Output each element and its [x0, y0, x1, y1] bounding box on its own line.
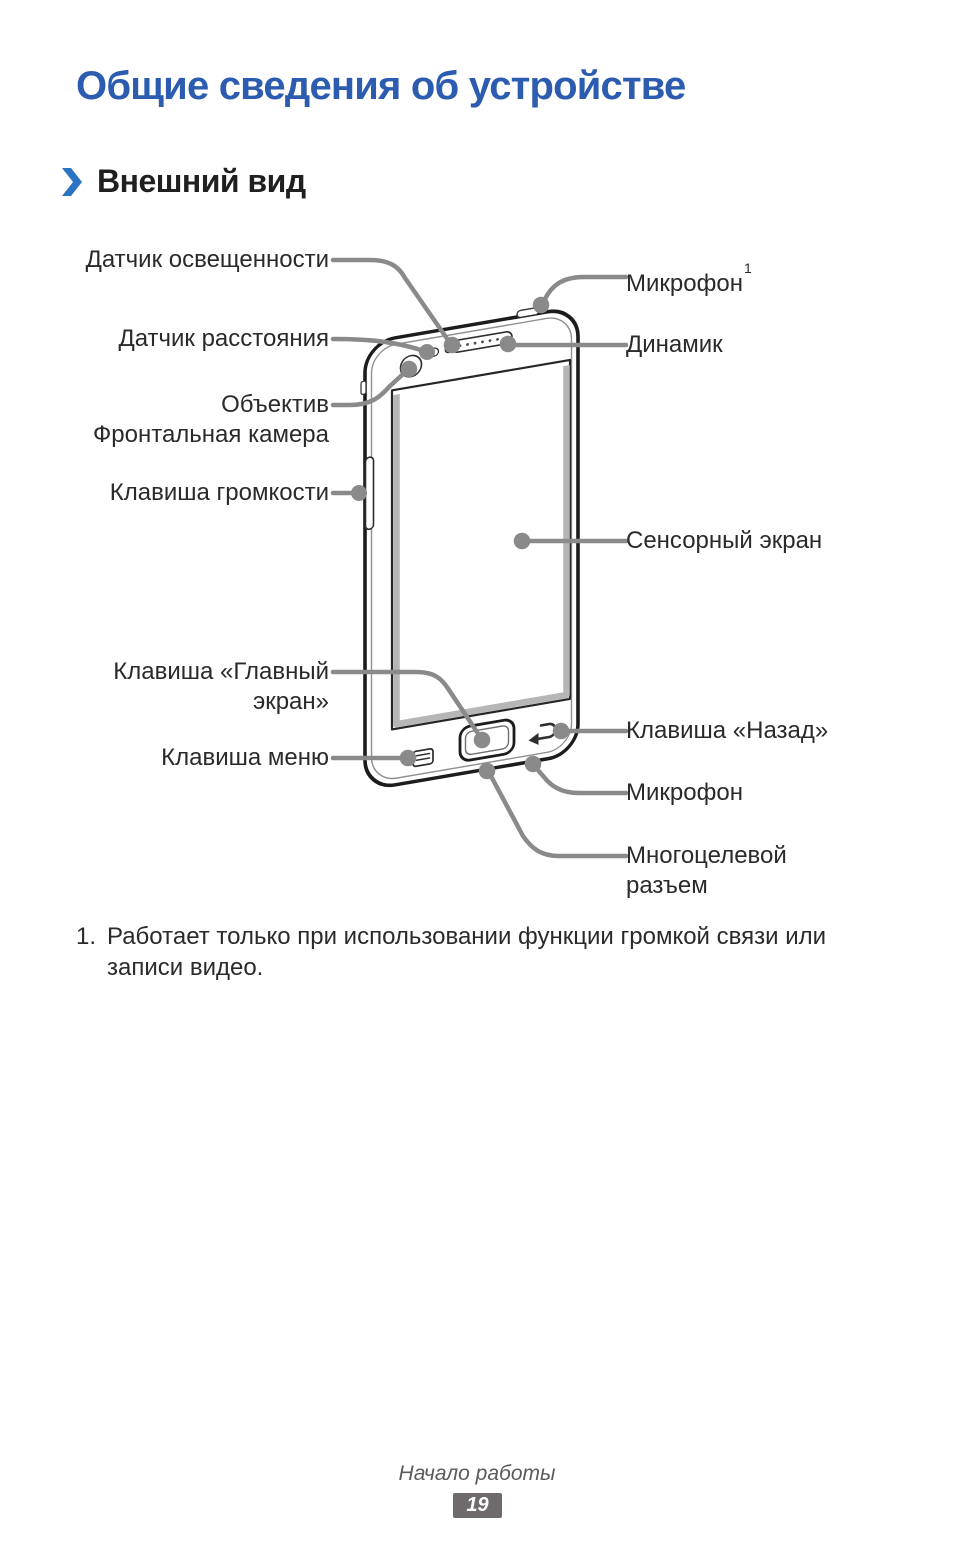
dot-back-key — [552, 722, 570, 740]
footer-section-name: Начало работы — [398, 1462, 556, 1485]
leader-lines — [330, 257, 629, 859]
leader-dots — [351, 296, 570, 780]
dot-speaker — [499, 335, 517, 353]
label-line: Объектив — [221, 391, 329, 418]
label-text: Микрофон — [626, 270, 743, 297]
label-light-sensor: Датчик освещенности — [85, 246, 329, 273]
dot-menu-key — [399, 749, 417, 767]
dot-microphone-bottom — [524, 755, 542, 773]
footnote-marker: 1 — [743, 260, 752, 276]
dot-multipurpose-jack — [478, 762, 496, 780]
label-proximity-sensor: Датчик расстояния — [118, 325, 329, 352]
screen-inner-shade — [393, 365, 570, 728]
speaker-holes — [458, 336, 507, 348]
label-microphone-bottom: Микрофон — [626, 779, 743, 806]
leader-multipurpose-jack — [489, 775, 629, 859]
page-number-badge: 19 — [453, 1493, 502, 1518]
dot-front-camera — [400, 360, 418, 378]
dot-touch-screen — [513, 532, 531, 550]
dot-light-sensor — [443, 336, 461, 354]
footnote: 1. Работает только при использовании фун… — [76, 921, 831, 983]
leader-light-sensor — [330, 257, 451, 343]
footnote-number: 1. — [76, 923, 97, 950]
dot-microphone-top — [532, 296, 550, 314]
footnote-text: Работает только при использовании функци… — [107, 923, 827, 981]
label-front-camera: Объектив Фронтальная камера — [93, 390, 329, 450]
label-speaker: Динамик — [626, 331, 723, 358]
section-heading: Внешний вид — [62, 163, 306, 200]
label-line: Многоцелевой — [626, 842, 787, 869]
label-multipurpose-jack: Многоцелевой разъем — [626, 841, 787, 901]
label-back-key: Клавиша «Назад» — [626, 717, 829, 744]
section-title: Внешний вид — [97, 163, 306, 199]
leader-microphone-bottom — [534, 766, 629, 796]
touch-screen — [390, 358, 572, 731]
label-home-key: Клавиша «Главный экран» — [113, 657, 329, 717]
leader-microphone-top — [542, 274, 629, 302]
leader-proximity-sensor — [330, 336, 424, 353]
section-chevron-icon — [62, 167, 82, 196]
home-button-inner — [464, 725, 510, 756]
label-line: Клавиша «Главный — [113, 658, 329, 685]
label-volume-key: Клавиша громкости — [109, 479, 329, 506]
label-line: разъем — [626, 872, 708, 899]
leader-front-camera — [330, 372, 405, 408]
label-line: экран» — [252, 688, 329, 715]
dot-home-key — [473, 731, 491, 749]
label-line: Фронтальная камера — [93, 421, 329, 448]
label-microphone-top: Микрофон1 — [626, 260, 752, 299]
dot-volume-key — [351, 485, 367, 501]
dot-proximity-sensor — [419, 344, 435, 360]
label-touch-screen: Сенсорный экран — [626, 527, 823, 554]
leader-home-key — [330, 669, 480, 735]
phone-bezel-line — [370, 317, 573, 780]
label-menu-key: Клавиша меню — [161, 744, 329, 771]
side-slot — [360, 380, 367, 395]
page-title: Общие сведения об устройстве — [76, 64, 686, 108]
